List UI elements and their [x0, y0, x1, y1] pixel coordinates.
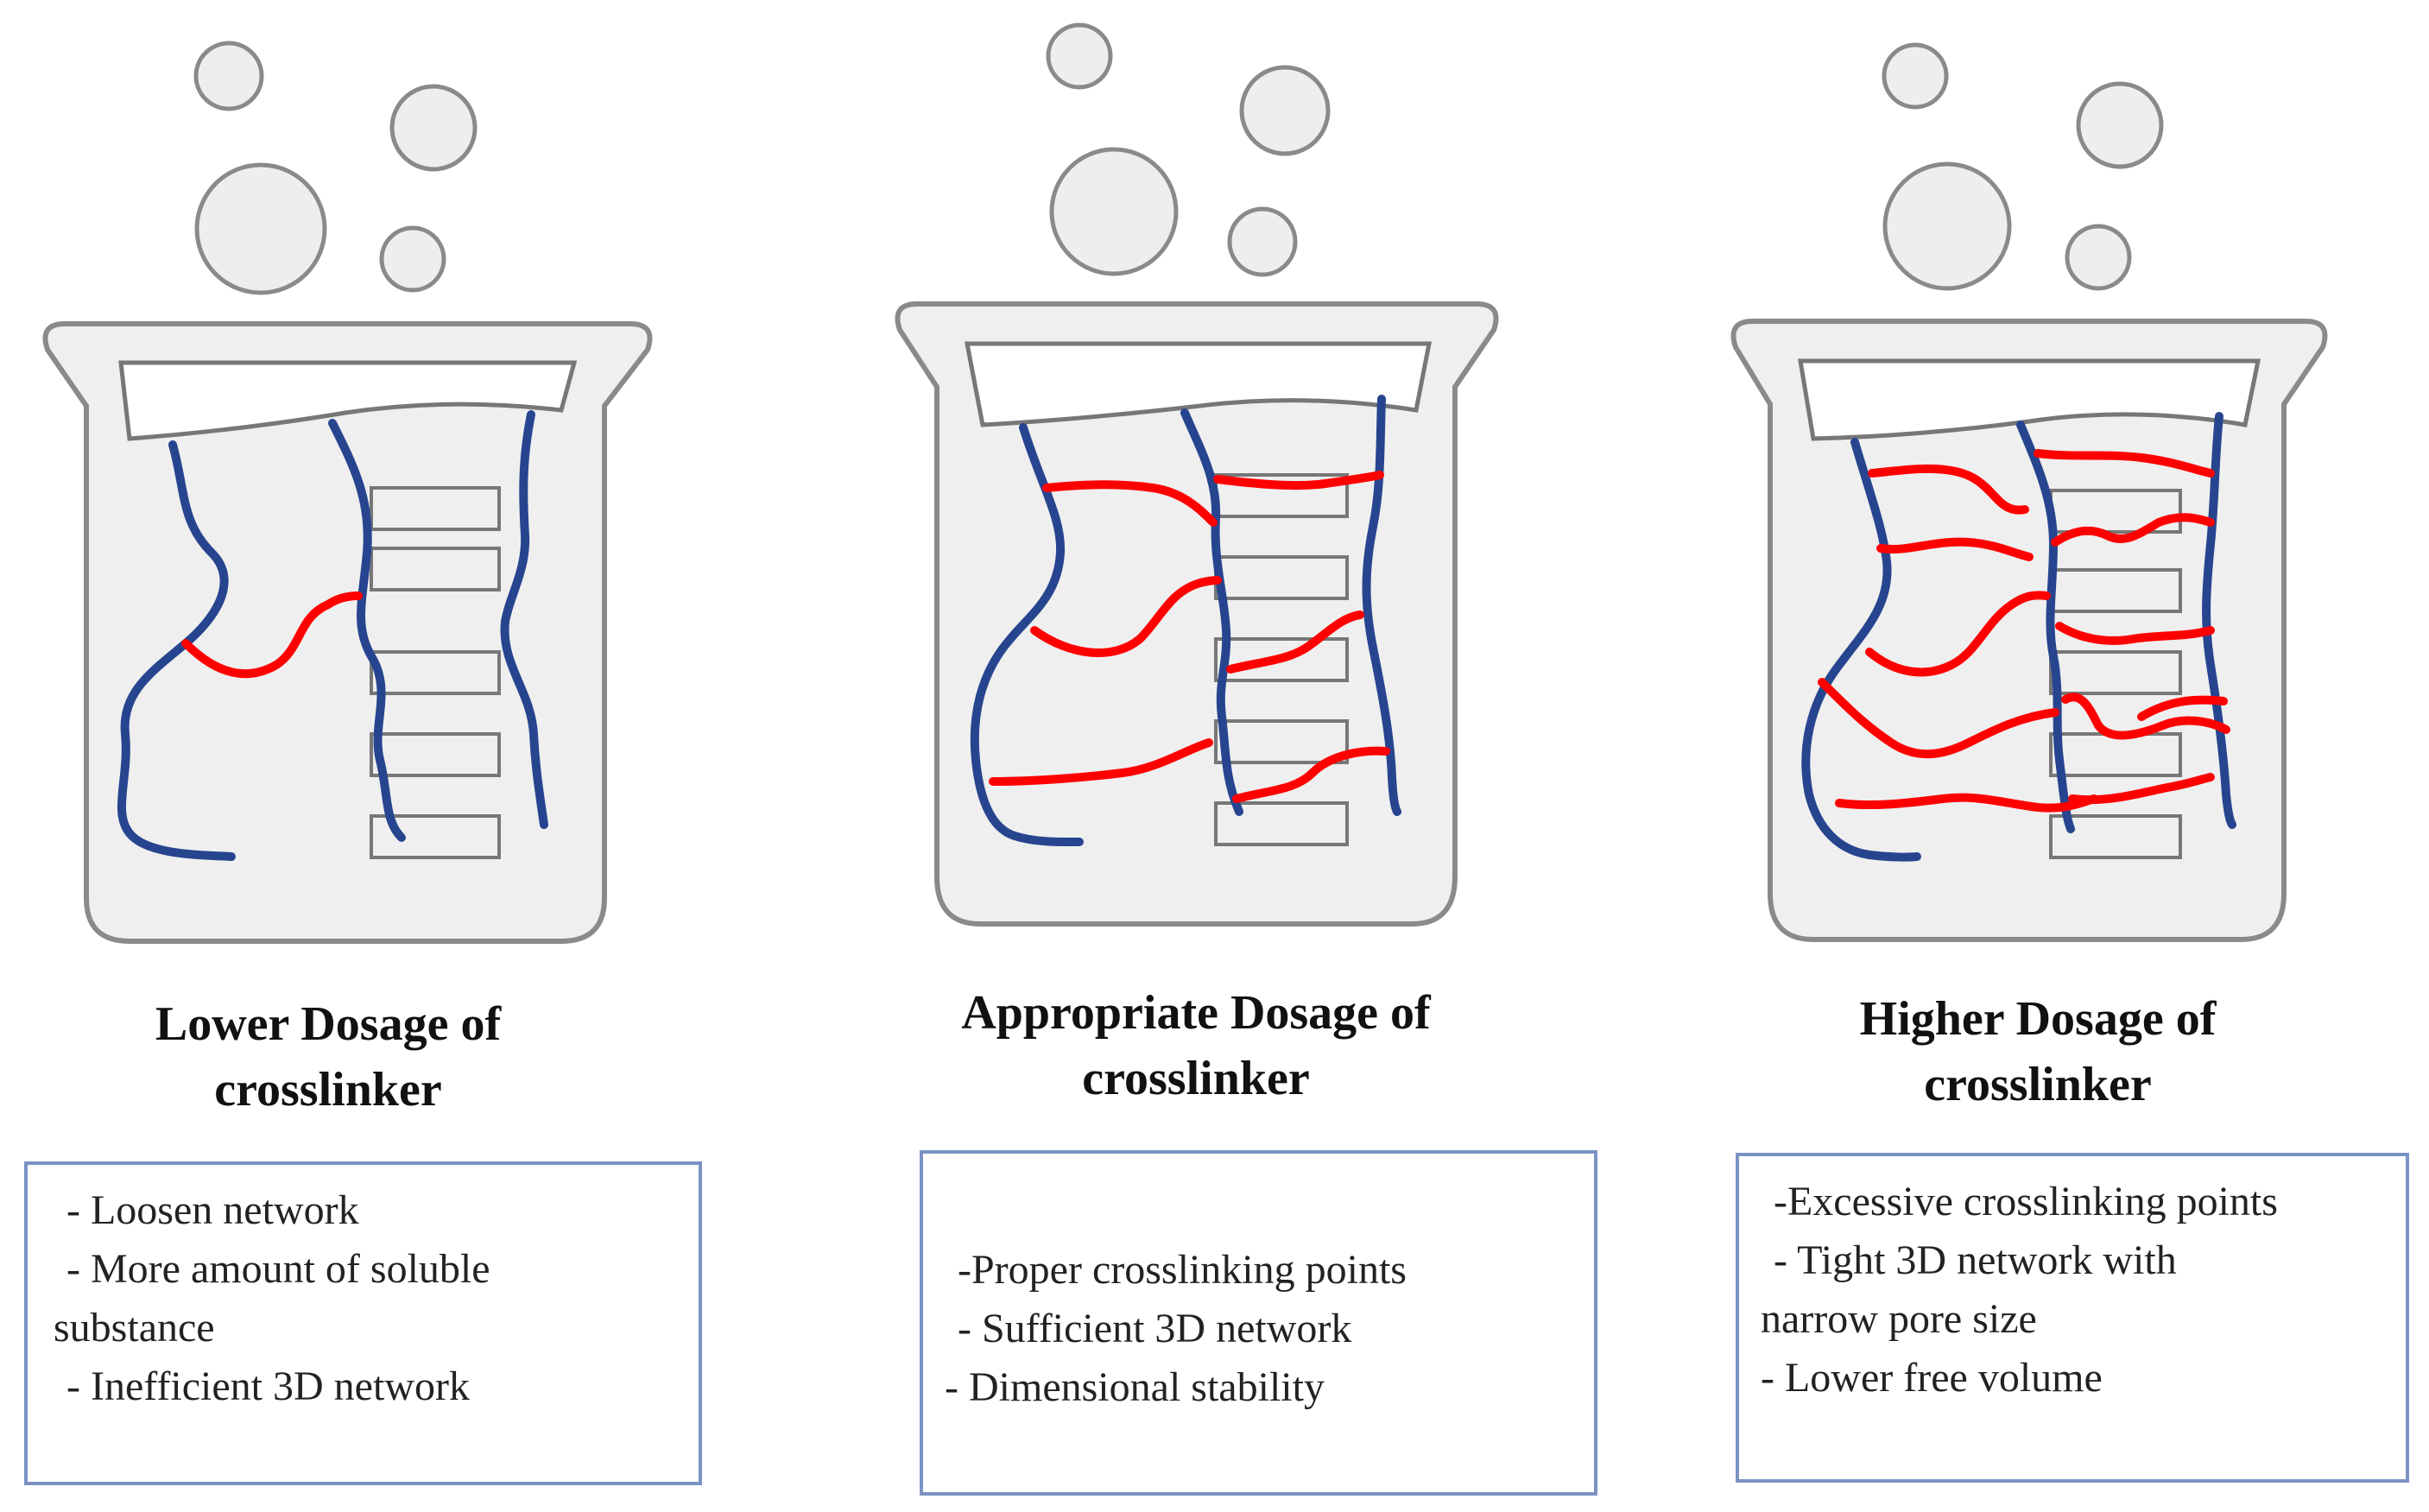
crosslink [1868, 464, 2029, 515]
crosslink [1232, 746, 1390, 803]
note-line: narrow pore size [1761, 1296, 2037, 1342]
notes-box-higher: -Excessive crosslinking points - Tight 3… [1736, 1153, 2409, 1483]
pore-rect [1214, 801, 1349, 846]
crosslink [2137, 695, 2228, 721]
bubbles [193, 41, 478, 295]
title-line-2: crosslinker [1924, 1058, 2152, 1111]
crosslink [2051, 513, 2215, 547]
bubbles [1882, 42, 2164, 291]
note-line: - More amount of soluble [66, 1246, 490, 1292]
note-line: - Tight 3D network with [1774, 1237, 2177, 1283]
polymer-chain [1801, 438, 1921, 862]
crosslink [2068, 773, 2215, 805]
liquid-surface [964, 341, 1433, 427]
liquid-surface [118, 360, 578, 441]
notes-box-appropriate: -Proper crosslinking points - Sufficient… [920, 1150, 1597, 1496]
crosslink [1865, 591, 2051, 677]
note-line: - Lower free volume [1761, 1355, 2103, 1401]
polymer-chain [117, 440, 236, 861]
polymer-chains [1801, 412, 2236, 862]
title-line-2: crosslinker [1082, 1052, 1310, 1105]
polymer-chains [117, 410, 548, 861]
pore-rect [370, 814, 501, 859]
crosslink [2061, 693, 2230, 740]
title-line-1: Lower Dosage of [155, 997, 502, 1051]
pore-rect [370, 547, 501, 592]
pore-rectangles [2049, 489, 2182, 859]
pore-rect [2049, 650, 2182, 695]
bubbles [1046, 22, 1331, 277]
polymer-chain [2016, 421, 2075, 833]
crosslinks [181, 592, 363, 679]
bubble [194, 162, 327, 295]
panel-title-lower: Lower Dosage of crosslinker [0, 991, 656, 1123]
bubble [2065, 224, 2132, 291]
bubble [1882, 161, 2012, 291]
crosslink [1226, 610, 1364, 674]
pore-rect [370, 486, 501, 531]
bubble [1882, 42, 1949, 110]
crosslink [1876, 537, 2034, 561]
beaker [895, 301, 1499, 927]
crosslink [1835, 793, 2098, 813]
crosslink [1042, 480, 1218, 527]
note-line: - Sufficient 3D network [958, 1306, 1352, 1351]
bubble [193, 41, 264, 111]
panel-higher-dosage [1730, 42, 2328, 942]
note-line: - Loosen network [66, 1187, 359, 1233]
bubble [379, 225, 446, 293]
note-line: -Proper crosslinking points [958, 1247, 1407, 1293]
note-line: -Excessive crosslinking points [1774, 1179, 2278, 1224]
bubble [1046, 22, 1113, 90]
polymer-chain [328, 419, 406, 842]
title-line-1: Appropriate Dosage of [961, 986, 1431, 1040]
pore-rect [1214, 637, 1349, 682]
crosslink [2034, 449, 2215, 478]
bubble [1239, 65, 1331, 156]
panel-lower-dosage [42, 41, 653, 944]
polymer-chain [500, 410, 548, 829]
note-line: substance [54, 1305, 215, 1351]
bubble [389, 84, 478, 172]
crosslinks [989, 471, 1390, 803]
crosslinks [1818, 449, 2230, 813]
panel-title-higher: Higher Dosage of crosslinker [1710, 986, 2366, 1117]
polymer-chain [2202, 412, 2236, 829]
note-line: - Inefficient 3D network [66, 1363, 470, 1409]
crosslink [1030, 576, 1222, 657]
panel-title-appropriate: Appropriate Dosage of crosslinker [868, 980, 1524, 1111]
polymer-chain [970, 423, 1084, 847]
title-line-2: crosslinker [214, 1063, 442, 1117]
pore-rect [2049, 814, 2182, 859]
crosslink [181, 592, 363, 679]
pore-rect [1214, 719, 1349, 764]
bubble [1227, 206, 1298, 277]
crosslink [2055, 622, 2215, 645]
note-line: - Dimensional stability [945, 1364, 1325, 1410]
pore-rectangles [370, 486, 501, 859]
pore-rect [370, 732, 501, 777]
bubble [1049, 147, 1179, 276]
panel-appropriate-dosage [895, 22, 1499, 927]
title-line-1: Higher Dosage of [1859, 992, 2217, 1046]
crosslink [989, 738, 1213, 786]
bubble [2076, 81, 2164, 169]
liquid-surface [1798, 358, 2261, 441]
notes-box-lower: - Loosen network - More amount of solubl… [24, 1161, 702, 1485]
polymer-chain [1180, 408, 1243, 816]
pore-rect [370, 650, 501, 695]
crosslink [1818, 678, 2059, 759]
crosslink [1213, 471, 1384, 490]
beaker [42, 321, 653, 944]
